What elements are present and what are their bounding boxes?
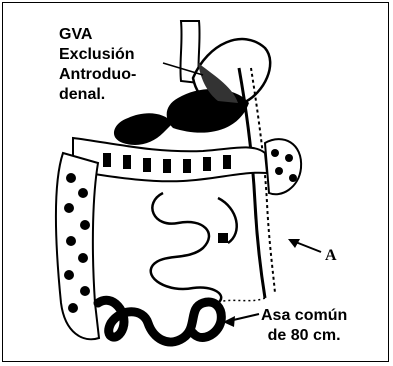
ascending-colon [56, 153, 99, 339]
alimentary-dots [223, 298, 265, 301]
anastomosis [218, 233, 228, 243]
duodenum [114, 113, 173, 145]
common-loop-line-1: Asa común [261, 306, 347, 326]
procedure-line-4: denal. [59, 85, 189, 105]
common-loop-label: Asa común de 80 cm. [261, 306, 347, 346]
small-bowel [151, 193, 221, 303]
common-loop [98, 300, 221, 342]
marker-a-label: A [325, 246, 337, 266]
procedure-label: GVA Exclusión Antroduo- denal. [59, 25, 189, 105]
procedure-line-1: GVA [59, 25, 189, 45]
procedure-line-2: Exclusión [59, 45, 189, 65]
common-loop-line-2: de 80 cm. [261, 326, 347, 346]
figure-frame: GVA Exclusión Antroduo- denal. A Asa com… [2, 2, 389, 362]
descending-colon [265, 139, 301, 194]
procedure-line-3: Antroduo- [59, 65, 189, 85]
